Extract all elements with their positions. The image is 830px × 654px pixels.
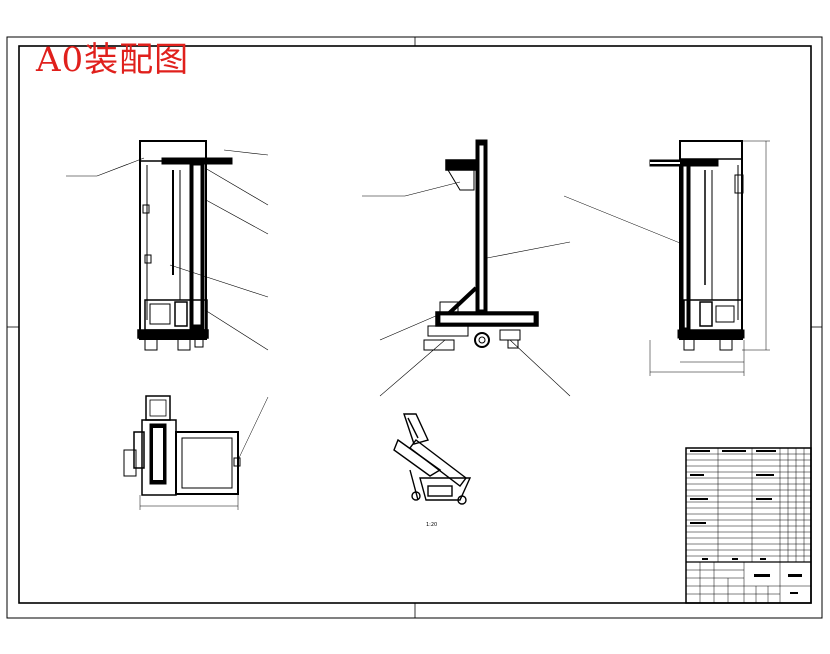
- right-view: [563, 140, 770, 376]
- inner-border: [18, 45, 812, 604]
- isometric-detail: [393, 413, 472, 505]
- front-view: [66, 140, 269, 351]
- title-block: [685, 447, 812, 604]
- isometric-scale-note: 1:20: [426, 522, 438, 528]
- plan-view: [123, 395, 269, 510]
- drawing-title-stamp: A0装配图: [36, 40, 190, 80]
- outer-border: [6, 36, 823, 619]
- side-view: [362, 139, 571, 397]
- border-ticks: [7, 37, 822, 618]
